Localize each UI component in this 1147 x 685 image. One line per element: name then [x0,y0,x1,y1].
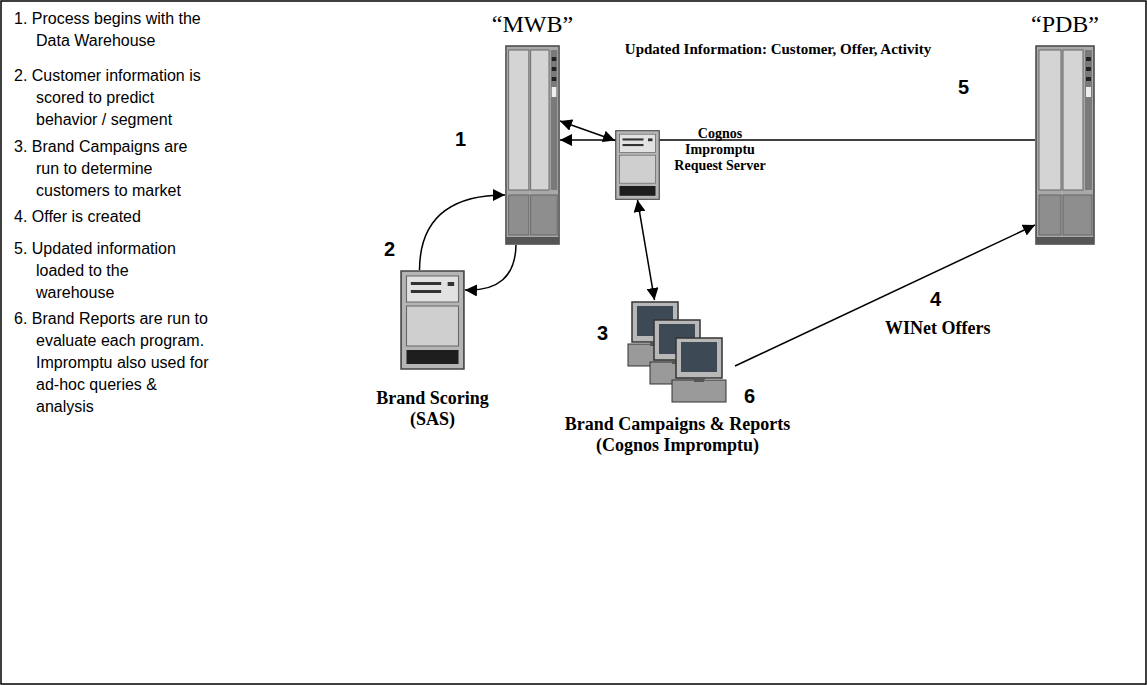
node-label: “MWB” [460,11,605,39]
step-note: 3. Brand Campaigns are run to determine … [14,136,211,202]
scoring-server: Brand Scoring (SAS) [400,270,465,370]
callout-number: 4 [930,288,941,311]
node-label: “PDB” [995,11,1135,39]
workstation-group: Brand Campaigns & Reports (Cognos Improm… [620,300,735,410]
step-note: 1. Process begins with the Data Warehous… [14,8,211,52]
step-note: 4. Offer is created [14,206,211,228]
server-tower: “MWB” [505,45,560,245]
server-icon [615,130,660,200]
node-label: Brand Campaigns & Reports (Cognos Improm… [545,414,810,455]
node-label: Brand Scoring (SAS) [355,388,510,429]
connector-arrow [735,225,1035,366]
server-icon [400,270,465,370]
callout-number: 5 [958,76,969,99]
connector-arrow [420,195,506,270]
step-note: 6. Brand Reports are run to evaluate eac… [14,308,211,418]
callout-number: 1 [455,128,466,151]
server-tower: “PDB” [1035,45,1095,245]
connector-arrow [465,245,516,290]
callout-number: 3 [597,322,608,345]
edge-label: Updated Information: Customer, Offer, Ac… [598,40,958,58]
connector-arrow [638,200,655,300]
server-icon [505,45,560,245]
connector-arrow [560,121,615,141]
callout-number: 2 [384,238,395,261]
request-server: Cognos Impromptu Request Server [615,130,660,200]
callout-number: 6 [744,385,755,408]
edge-label: WINet Offers [885,318,995,340]
node-label: Cognos Impromptu Request Server [664,126,776,174]
server-icon [620,300,735,410]
step-note: 5. Updated information loaded to the war… [14,238,211,304]
step-note: 2. Customer information is scored to pre… [14,65,211,131]
server-icon [1035,45,1095,245]
